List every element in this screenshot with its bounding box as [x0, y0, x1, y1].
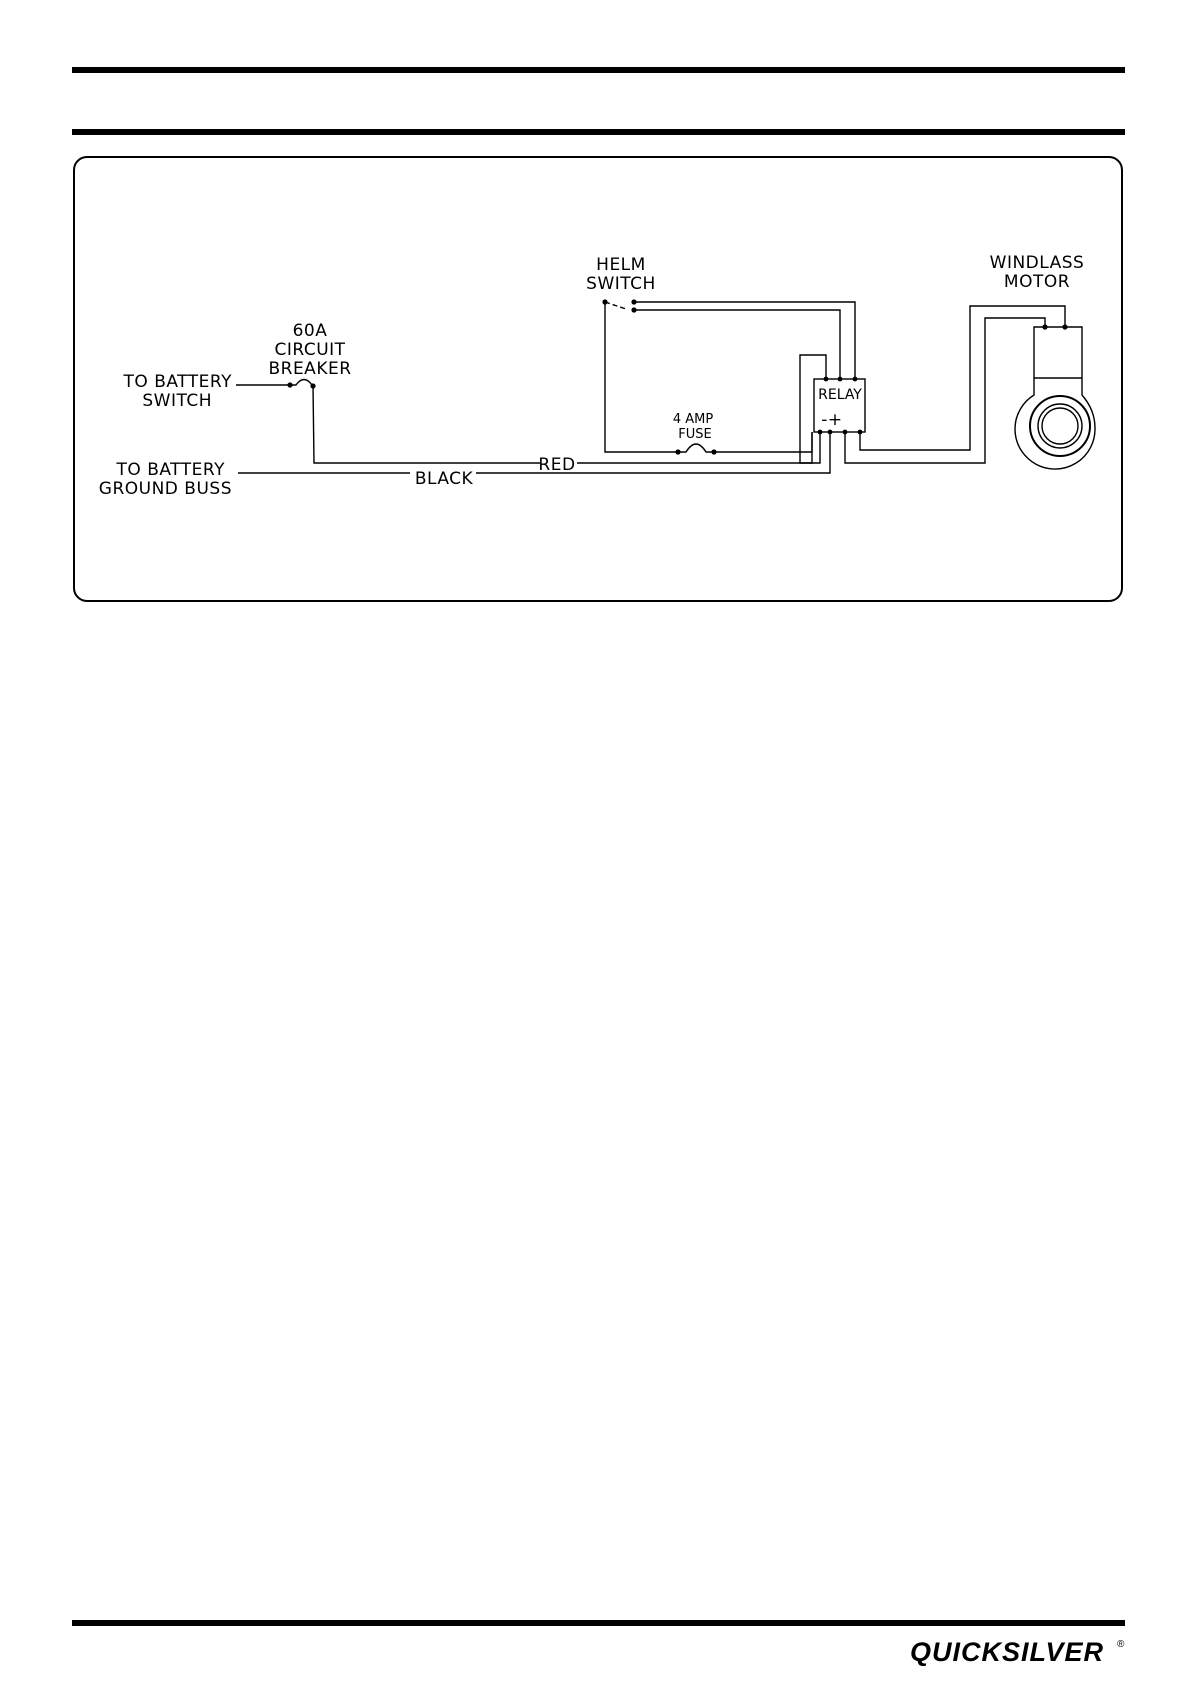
- label-ground-buss-1: TO BATTERY: [116, 460, 226, 480]
- brand-registered: ®: [1117, 1639, 1125, 1650]
- label-battery-switch-2: SWITCH: [142, 391, 212, 411]
- label-breaker-1: 60A: [293, 321, 328, 341]
- quicksilver-logo: QUICKSILVER ®: [910, 1636, 1135, 1666]
- wire-fuse-to-relay: [714, 432, 812, 452]
- label-helm-1: HELM: [596, 255, 646, 275]
- wire-red-outer: [313, 386, 540, 463]
- fuse-symbol: [678, 444, 714, 452]
- relay-top-t3: [853, 377, 858, 382]
- relay-terminal-label: -+: [821, 410, 842, 430]
- label-fuse-1: 4 AMP: [673, 412, 714, 427]
- relay-bottom-t1: [818, 430, 823, 435]
- wire-helm-down: [634, 310, 840, 379]
- label-motor-1: WINDLASS: [990, 253, 1085, 273]
- relay-label: RELAY: [818, 387, 862, 403]
- label-helm-2: SWITCH: [586, 274, 656, 294]
- label-wire-red: RED: [538, 455, 575, 475]
- footer-rule: [72, 1620, 1125, 1626]
- label-fuse-2: FUSE: [678, 427, 711, 442]
- breaker-terminal-in: [287, 382, 292, 387]
- wire-relay-loop: [800, 355, 826, 463]
- breaker-symbol: [290, 380, 312, 386]
- wire-helm-up: [634, 302, 855, 379]
- label-motor-2: MOTOR: [1004, 272, 1070, 292]
- motor-drum-mid: [1038, 404, 1082, 448]
- wire-helm-common: [605, 302, 678, 452]
- label-ground-buss-2: GROUND BUSS: [99, 479, 232, 499]
- label-battery-switch-1: TO BATTERY: [123, 372, 233, 392]
- relay-bottom-t2: [828, 430, 833, 435]
- motor-drum-inner: [1042, 408, 1078, 444]
- motor-drum-outer: [1030, 396, 1090, 456]
- relay-top-t2: [838, 377, 843, 382]
- label-wire-black: BLACK: [415, 469, 474, 489]
- label-breaker-3: BREAKER: [268, 359, 351, 379]
- brand-name: QUICKSILVER: [910, 1637, 1104, 1666]
- wiring-diagram: TO BATTERY SWITCH TO BATTERY GROUND BUSS…: [0, 0, 1191, 620]
- helm-switch-blade: [605, 302, 626, 309]
- label-breaker-2: CIRCUIT: [274, 340, 345, 360]
- wire-relay-motor-a: [845, 318, 1045, 463]
